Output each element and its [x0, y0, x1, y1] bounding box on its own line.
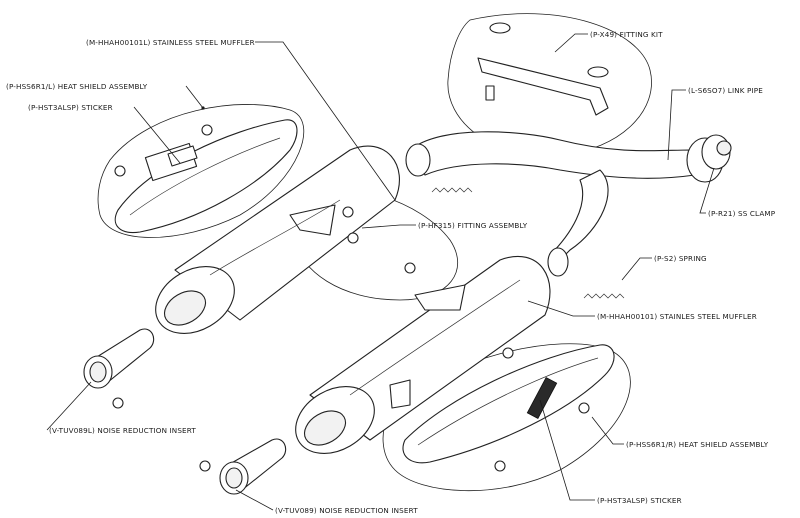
heat-shield-right — [402, 344, 615, 464]
label-muffler-left: (M-HHAH00101L) STAINLESS STEEL MUFFLER — [86, 38, 255, 47]
spring-lower — [583, 293, 625, 299]
muffler-right — [295, 255, 551, 454]
label-link-pipe: (L-S6SO7) LINK PIPE — [688, 86, 763, 95]
label-ss-clamp: (P-R21) SS CLAMP — [708, 209, 776, 218]
label-fitting-assembly: (P-HF315) FITTING ASSEMBLY — [418, 221, 528, 230]
noise-insert-left — [83, 328, 155, 389]
label-noise-insert-left: (V-TUV089L) NOISE REDUCTION INSERT — [49, 426, 196, 435]
label-sticker-left: (P-HST3ALSP) STICKER — [28, 103, 113, 112]
muffler-left — [155, 145, 400, 334]
label-spring: (P-S2) SPRING — [654, 254, 707, 263]
heat-shield-left — [114, 119, 298, 234]
label-noise-insert-right: (V-TUV089) NOISE REDUCTION INSERT — [275, 506, 418, 515]
label-heat-shield-left: (P-HSS6R1/L) HEAT SHIELD ASSEMBLY — [6, 82, 148, 91]
bolts — [112, 124, 590, 472]
heat-shield-left-oval — [97, 104, 305, 238]
label-muffler-right: (M-HHAH00101) STAINLES STEEL MUFFLER — [597, 312, 757, 321]
noise-insert-right — [219, 438, 287, 495]
leader-lines — [46, 33, 715, 511]
label-fitting-kit: (P-X49) FITTING KIT — [590, 30, 663, 39]
label-sticker-right: (P-HST3ALSP) STICKER — [597, 496, 682, 505]
link-pipe — [405, 131, 732, 277]
spring-upper — [431, 187, 473, 193]
fitting-kit-bracket — [477, 22, 609, 116]
label-heat-shield-right: (P-HSS6R1/R) HEAT SHIELD ASSEMBLY — [626, 440, 769, 449]
heat-shield-right-oval — [382, 343, 631, 492]
